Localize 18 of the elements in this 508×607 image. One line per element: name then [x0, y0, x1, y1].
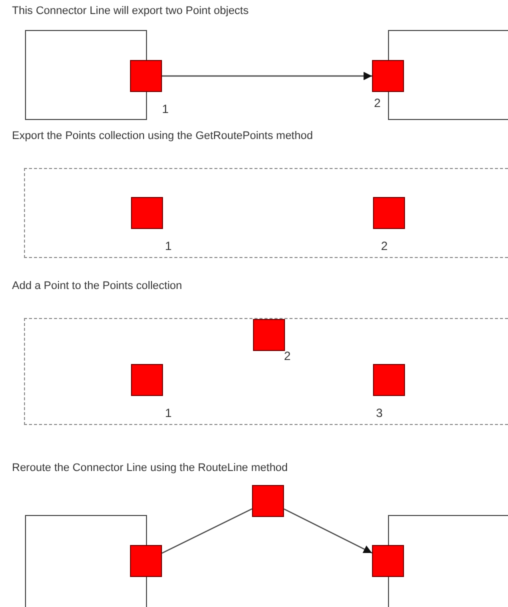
connector-line — [284, 508, 372, 554]
caption-text: Reroute the Connector Line using the RouteLine method — [12, 462, 288, 474]
point-number: 1 — [165, 406, 172, 420]
connector-line — [162, 508, 252, 554]
panel-heading: Export the Points collection using the GetRoutePoints method — [12, 130, 313, 142]
point-number: 1 — [162, 102, 169, 116]
panel-heading: Add a Point to the Points collection — [12, 280, 182, 292]
point-number: 2 — [284, 349, 291, 363]
point-number: 2 — [381, 239, 388, 253]
connector-line — [162, 72, 372, 80]
shape-box — [25, 515, 147, 607]
shape-box — [388, 30, 508, 120]
caption-text: This Connector Line will export two Point objects — [12, 5, 249, 17]
point-number: 2 — [374, 96, 381, 110]
point-number: 3 — [376, 406, 383, 420]
point-number: 1 — [165, 239, 172, 253]
shape-box — [388, 515, 508, 607]
shape-box — [25, 30, 147, 120]
